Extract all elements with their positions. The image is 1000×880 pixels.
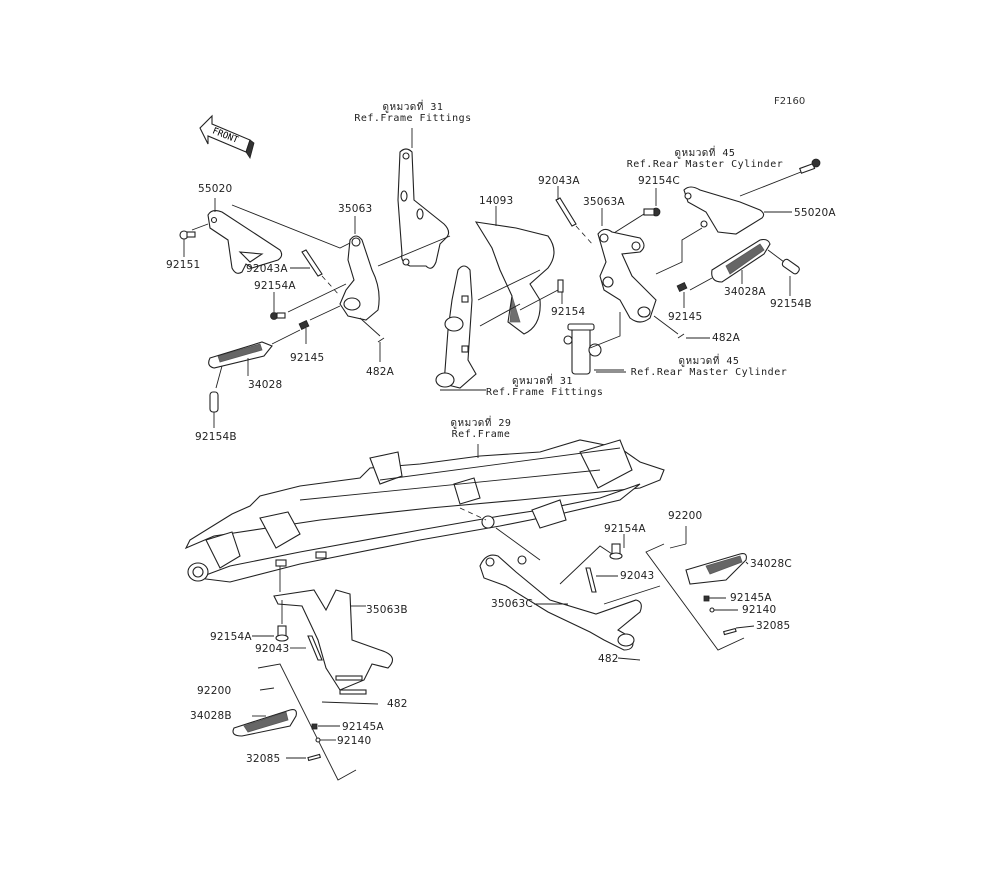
- part-label[interactable]: 92043: [255, 643, 290, 655]
- part-label[interactable]: 55020A: [794, 207, 836, 219]
- frame-assembly: [184, 439, 665, 592]
- bolt-92154A-right: [609, 534, 625, 560]
- diagram-code: F2160: [774, 96, 806, 107]
- pin-482A-right: [653, 315, 710, 339]
- spring-92145-right: [676, 282, 688, 308]
- part-label[interactable]: 34028B: [190, 710, 232, 722]
- pin-92043A-left: [290, 249, 341, 297]
- ref-thai-text: ดูหมวดที่ 31: [382, 102, 444, 113]
- ref-frame-fittings-top: ดูหมวดที่ 31 Ref.Frame Fittings: [350, 102, 476, 124]
- cover-14093: [474, 206, 555, 335]
- ref-english-text: Ref.Frame: [451, 429, 511, 440]
- part-label[interactable]: 92200: [668, 510, 703, 522]
- part-label[interactable]: 92154C: [638, 175, 680, 187]
- frame-fitting-plate: [377, 128, 451, 269]
- footpeg-34028-left: [208, 329, 301, 389]
- part-label[interactable]: 92154A: [210, 631, 252, 643]
- peg-group-right: [645, 526, 755, 651]
- pin-92043-right: [585, 567, 618, 593]
- pin-92043A-right: [555, 186, 595, 247]
- part-label[interactable]: 92043A: [246, 263, 288, 275]
- part-label[interactable]: 92151: [166, 259, 201, 271]
- part-label[interactable]: 92140: [337, 735, 372, 747]
- passenger-bracket-right: [479, 545, 661, 661]
- part-label[interactable]: 92145: [290, 352, 325, 364]
- brake-pedal-bracket: [435, 265, 477, 389]
- bolt-rear-master: [799, 158, 821, 174]
- part-label[interactable]: 92154B: [195, 431, 237, 443]
- part-label[interactable]: 482A: [712, 332, 741, 344]
- ref-thai-text: ดูหมวดที่ 45: [678, 356, 740, 367]
- part-label[interactable]: 92140: [742, 604, 777, 616]
- part-label[interactable]: 35063B: [366, 604, 408, 616]
- ref-rear-master-cylinder-mid: ดูหมวดที่ 45 Ref.Rear Master Cylinder: [626, 356, 792, 378]
- footrest-bracket-left: [339, 216, 380, 321]
- spring-92145-left: [298, 305, 341, 344]
- part-label[interactable]: 34028: [248, 379, 283, 391]
- part-label[interactable]: 14093: [479, 195, 514, 207]
- part-label[interactable]: 55020: [198, 183, 233, 195]
- heel-guard-left: [191, 198, 357, 274]
- bolt-92154A-bottom: [252, 600, 289, 642]
- part-label[interactable]: 32085: [246, 753, 281, 765]
- ref-english-text: Ref.Rear Master Cylinder: [626, 159, 784, 170]
- part-label[interactable]: 92145A: [342, 721, 384, 733]
- bolt-92151: [179, 230, 196, 257]
- pin-92043-bottom: [290, 635, 323, 661]
- ref-rear-master-cylinder-top: ดูหมวดที่ 45 Ref.Rear Master Cylinder: [620, 148, 790, 170]
- part-label[interactable]: 35063A: [583, 196, 625, 208]
- bolt-92154: [519, 279, 564, 311]
- pin-92154B-left: [209, 391, 219, 428]
- footpeg-34028A-right: [689, 238, 785, 291]
- footrest-bracket-right: [597, 208, 657, 323]
- ref-thai-text: ดูหมวดที่ 29: [450, 418, 512, 429]
- front-arrow-icon: FRONT: [199, 114, 255, 159]
- part-label[interactable]: 92145A: [730, 592, 772, 604]
- part-label[interactable]: 92145: [668, 311, 703, 323]
- part-label[interactable]: 92154: [551, 306, 586, 318]
- pin-482A-left: [359, 317, 385, 362]
- ref-english-text: Ref.Frame Fittings: [354, 113, 472, 124]
- heel-guard-right: [655, 169, 807, 275]
- ref-english-text: Ref.Rear Master Cylinder: [630, 367, 788, 378]
- part-label[interactable]: 482: [387, 698, 408, 710]
- part-label[interactable]: 92043: [620, 570, 655, 582]
- ref-frame: ดูหมวดที่ 29 Ref.Frame: [438, 418, 524, 440]
- peg-group-left: [232, 663, 379, 781]
- part-label[interactable]: 482A: [366, 366, 395, 378]
- part-label[interactable]: 34028C: [750, 558, 792, 570]
- ref-thai-text: ดูหมวดที่ 45: [674, 148, 736, 159]
- part-label[interactable]: 35063: [338, 203, 373, 215]
- part-label[interactable]: 482: [598, 653, 619, 665]
- ref-thai-text: ดูหมวดที่ 31: [512, 376, 573, 387]
- ref-frame-fittings-mid: ดูหมวดที่ 31 Ref.Frame Fittings: [486, 376, 603, 398]
- pin-92154B-right: [781, 258, 800, 296]
- part-label[interactable]: 35063C: [491, 598, 533, 610]
- part-label[interactable]: 92200: [197, 685, 232, 697]
- part-label[interactable]: 32085: [756, 620, 791, 632]
- part-label[interactable]: 92154B: [770, 298, 812, 310]
- part-label[interactable]: 34028A: [724, 286, 766, 298]
- part-label[interactable]: 92154A: [604, 523, 646, 535]
- part-label[interactable]: 92154A: [254, 280, 296, 292]
- passenger-bracket-left: [273, 589, 394, 695]
- part-label[interactable]: 92043A: [538, 175, 580, 187]
- ref-english-text: Ref.Frame Fittings: [486, 387, 604, 398]
- rear-master-cylinder: [563, 312, 624, 375]
- bolt-92154A-left: [270, 283, 347, 320]
